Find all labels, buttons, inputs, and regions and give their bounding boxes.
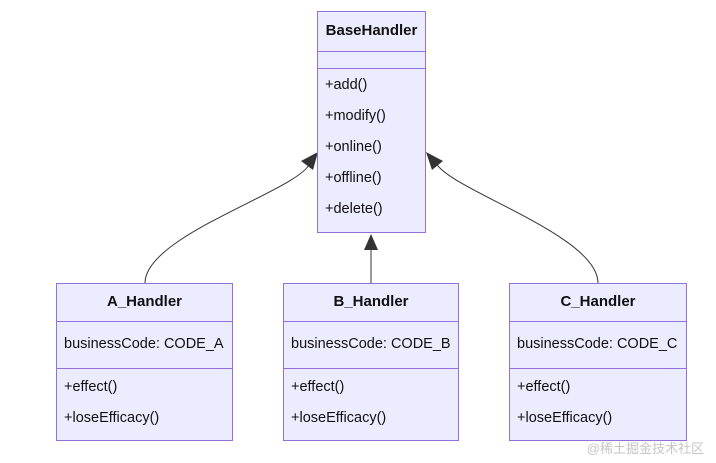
attribute-label: businessCode: CODE_A — [64, 336, 224, 352]
arrowhead-c — [426, 152, 443, 170]
method-label: +add() — [325, 77, 368, 93]
class-title: C_Handler — [560, 293, 636, 310]
divider — [284, 368, 458, 369]
class-box-a: A_Handler businessCode: CODE_A +effect()… — [56, 283, 233, 441]
divider — [510, 321, 686, 322]
attribute-label: businessCode: CODE_B — [291, 336, 451, 352]
divider — [510, 368, 686, 369]
edge-c-to-base — [435, 162, 599, 284]
method-label: +effect() — [517, 379, 571, 395]
method-label: +loseEfficacy() — [291, 410, 387, 426]
divider — [318, 68, 425, 69]
method-label: +delete() — [325, 201, 383, 217]
divider — [57, 321, 232, 322]
method-label: +offline() — [325, 170, 382, 186]
class-title: B_Handler — [333, 293, 409, 310]
watermark: @稀土掘金技术社区 — [586, 441, 704, 456]
method-label: +modify() — [325, 108, 386, 124]
divider — [318, 51, 425, 52]
arrowhead-a — [301, 152, 318, 170]
divider — [57, 368, 232, 369]
method-label: +effect() — [291, 379, 345, 395]
class-box-b: B_Handler businessCode: CODE_B +effect()… — [283, 283, 459, 441]
class-box-c: C_Handler businessCode: CODE_C +effect()… — [509, 283, 687, 441]
arrowhead-b — [364, 234, 378, 250]
attribute-label: businessCode: CODE_C — [517, 336, 678, 352]
method-label: +effect() — [64, 379, 118, 395]
class-title: A_Handler — [106, 293, 183, 310]
class-title: BaseHandler — [325, 22, 418, 39]
class-box-base: BaseHandler +add() +modify() +online() +… — [317, 11, 426, 233]
method-label: +online() — [325, 139, 382, 155]
divider — [284, 321, 458, 322]
method-label: +loseEfficacy() — [517, 410, 613, 426]
method-label: +loseEfficacy() — [64, 410, 160, 426]
edge-a-to-base — [144, 162, 311, 284]
